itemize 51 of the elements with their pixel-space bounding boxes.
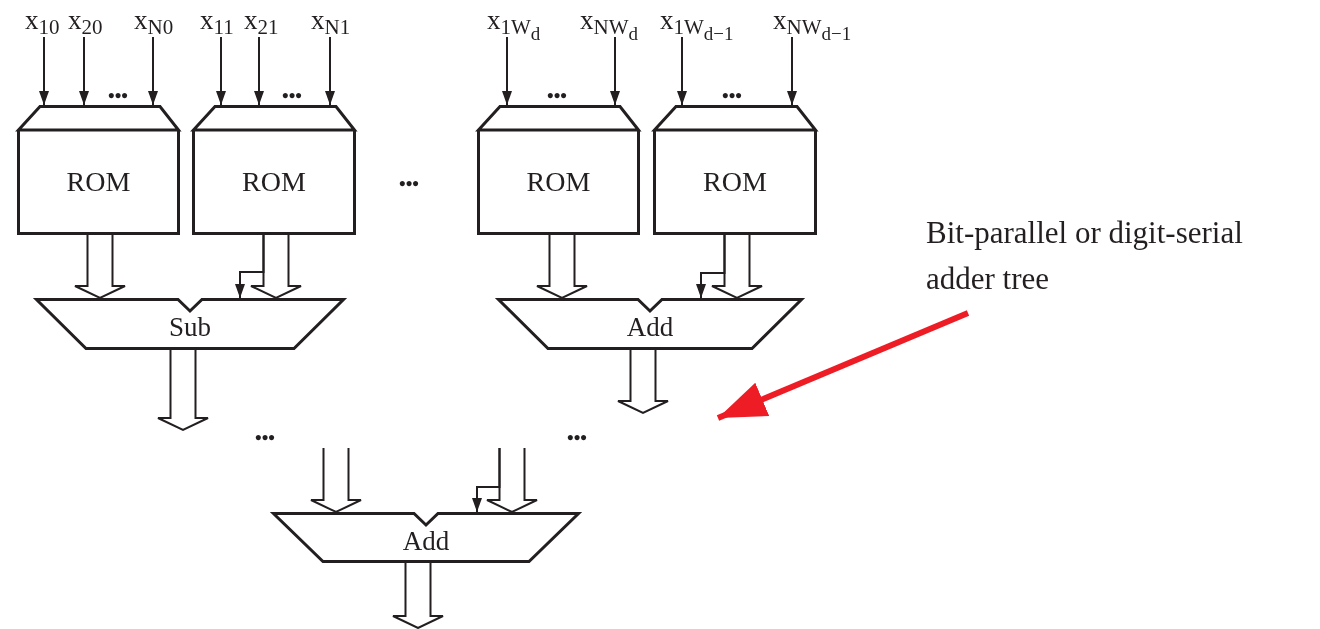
bus-arrow [310, 447, 362, 514]
rom-block [653, 105, 817, 235]
branch-arrow [696, 234, 726, 299]
adder-block [272, 512, 580, 563]
rom-block [17, 105, 180, 235]
input-signal-label: x$_{N0}$ [134, 3, 174, 37]
input-signal-label: x$_{20}$ [68, 3, 103, 37]
branch-arrow [472, 447, 501, 513]
bus-arrow [392, 562, 444, 629]
rom-label: ROM [241, 165, 307, 199]
input-arrow [148, 36, 158, 106]
bus-arrow [536, 234, 588, 300]
rom-block [192, 105, 356, 235]
branch-arrow [235, 234, 265, 299]
input-arrow [610, 36, 620, 106]
bus-arrow [157, 349, 209, 432]
input-arrow [677, 36, 687, 106]
rom-label: ROM [525, 165, 592, 199]
input-arrow [254, 36, 264, 106]
rom-label: ROM [702, 165, 768, 199]
ellipsis: ••• [722, 88, 742, 104]
ellipsis: ••• [108, 88, 128, 104]
operation-label: Add [401, 525, 451, 558]
rom-block [477, 105, 640, 235]
rom-label: ROM [65, 165, 132, 199]
ellipsis: ••• [547, 88, 567, 104]
bus-arrow [74, 234, 126, 300]
input-signal-label: x$_{N1}$ [311, 3, 351, 37]
ellipsis: ••• [282, 88, 302, 104]
input-arrow [216, 36, 226, 106]
pointer-arrow [716, 310, 970, 421]
input-arrow [39, 36, 49, 106]
input-arrow [79, 36, 89, 106]
operation-label: Add [625, 311, 675, 344]
input-signal-label: x$_{11}$ [200, 3, 234, 37]
input-signal-label: x$_{21}$ [244, 3, 279, 37]
adder-block [497, 298, 803, 350]
annotation-text: Bit-parallel or digit-serial adder tree [926, 210, 1314, 306]
ellipsis: ••• [399, 176, 419, 192]
bus-arrow [486, 447, 538, 514]
input-signal-label: x$_{10}$ [25, 3, 60, 37]
bus-arrow [250, 234, 302, 300]
input-arrow [325, 36, 335, 106]
bus-arrow [711, 234, 763, 300]
ellipsis: ••• [567, 430, 587, 446]
ellipsis: ••• [255, 430, 275, 446]
bus-arrow [617, 349, 669, 415]
adder-block [35, 298, 345, 350]
operation-label: Sub [168, 311, 212, 344]
input-arrow [787, 36, 797, 106]
input-arrow [502, 36, 512, 106]
